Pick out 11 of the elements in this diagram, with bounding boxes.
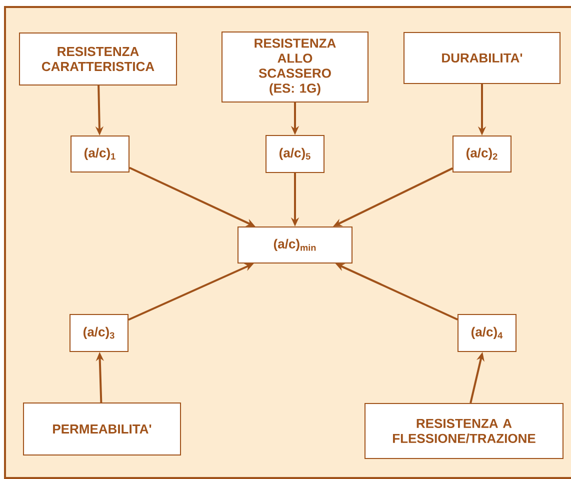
factor-box: RESISTENZA CARATTERISTICA <box>19 32 177 86</box>
formula-box: (a/c)$_{4}$ <box>458 314 516 352</box>
factor-box: RESISTENZA ALLO SCASSERO (ES: 1G) <box>222 32 368 102</box>
formula-box: (a/c)$_{3}$ <box>70 314 128 352</box>
formula-box: (a/c)$_{5}$ <box>266 135 324 173</box>
formula-box: (a/c)$_{1}$ <box>70 136 130 172</box>
formula-box: (a/c)$_{min}$ <box>238 226 352 264</box>
factor-box: DURABILITA' <box>404 32 560 84</box>
factor-box: PERMEABILITA' <box>23 402 181 456</box>
formula-box: (a/c)$_{2}$ <box>452 136 512 172</box>
factor-box: RESISTENZA A FLESSIONE/TRAZIONE <box>364 402 564 459</box>
